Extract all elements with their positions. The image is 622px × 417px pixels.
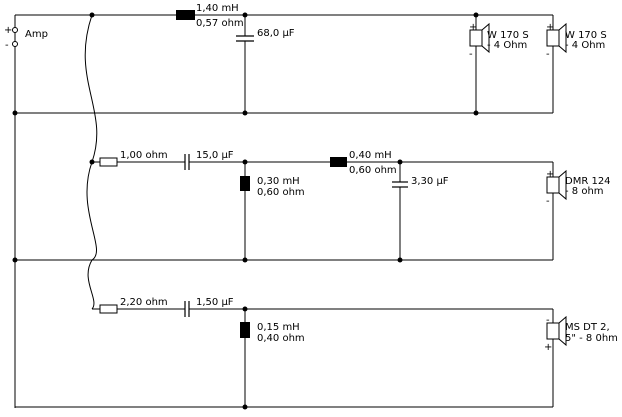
svg-text:-: - — [546, 49, 550, 60]
svg-text:+: + — [546, 169, 554, 180]
tweeter-resistor-value: 2,20 ohm — [120, 297, 168, 308]
midrange-shunt-capacitor-value: 3,30 µF — [411, 176, 449, 187]
woofer-capacitor-value: 68,0 µF — [257, 28, 295, 39]
tweeter-speaker-cone — [558, 315, 567, 347]
woofer-inductor-value: 1,40 mH — [196, 3, 239, 14]
amp-plus-terminal — [12, 27, 18, 33]
amp-minus-terminal — [12, 41, 18, 47]
woofer-speaker-2-name: W 170 S — [565, 30, 607, 41]
woofer-speaker-1-name: W 170 S — [487, 30, 529, 41]
midrange-speaker-impedance: - 8 ohm — [565, 186, 604, 197]
midrange-series-inductor-resistance: 0,60 ohm — [349, 165, 397, 176]
tweeter-shunt-inductor — [240, 322, 250, 338]
tweeter-speaker-name: MS DT 2, — [565, 322, 610, 333]
midrange-speaker-name: DMR 124 — [565, 176, 611, 187]
midrange-shunt-inductor-value: 0,30 mH — [257, 176, 300, 187]
amp-plus-sign: + — [4, 25, 12, 36]
junction-dots — [12, 12, 479, 410]
svg-text:+: + — [544, 342, 552, 353]
tweeter-section: 2,20 ohm 1,50 µF 0,15 mH 0,40 ohm - + MS… — [15, 297, 618, 408]
woofer-inductor — [176, 10, 195, 20]
tweeter-series-resistor — [99, 304, 118, 314]
woofer-speaker-2-impedance: - 4 Ohm — [565, 40, 605, 51]
tweeter-shunt-inductor-value: 0,15 mH — [257, 322, 300, 333]
svg-text:+: + — [469, 22, 477, 33]
svg-text:-: - — [546, 315, 550, 326]
midrange-series-inductor — [330, 157, 347, 167]
tweeter-capacitor-value: 1,50 µF — [196, 297, 234, 308]
midrange-speaker-cone — [558, 169, 567, 201]
midrange-shunt-inductor — [240, 176, 250, 191]
amp-input: + - Amp — [4, 14, 98, 408]
hot-feed-wire — [84, 14, 98, 310]
amp-minus-sign: - — [5, 40, 9, 51]
woofer-speaker-2-cone — [558, 22, 567, 54]
midrange-resistor-value: 1,00 ohm — [120, 150, 168, 161]
svg-text:-: - — [546, 196, 550, 207]
amp-label: Amp — [25, 29, 48, 40]
woofer-speaker-1-cone — [481, 22, 490, 54]
tweeter-shunt-inductor-resistance: 0,40 ohm — [257, 333, 305, 344]
tweeter-speaker-impedance: 5" - 8 0hm — [565, 333, 618, 344]
midrange-series-inductor-value: 0,40 mH — [349, 150, 392, 161]
midrange-series-resistor — [99, 157, 118, 167]
midrange-shunt-inductor-resistance: 0,60 ohm — [257, 187, 305, 198]
midrange-capacitor-value: 15,0 µF — [196, 150, 234, 161]
woofer-section: 1,40 mH 0,57 ohm 68,0 µF + - W 170 S - 4… — [15, 3, 607, 114]
woofer-speaker-1-impedance: - 4 Ohm — [487, 40, 527, 51]
svg-text:-: - — [469, 49, 473, 60]
midrange-section: 1,00 ohm 15,0 µF 0,30 mH 0,60 ohm 0,40 m… — [15, 150, 611, 261]
woofer-inductor-resistance: 0,57 ohm — [196, 18, 244, 29]
svg-text:+: + — [546, 22, 554, 33]
